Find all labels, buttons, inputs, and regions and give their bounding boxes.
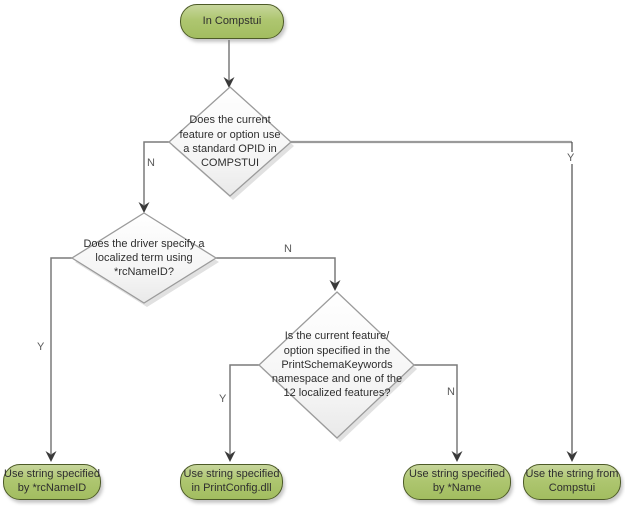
start-node: In Compstui <box>180 4 284 39</box>
arrowhead-into-name <box>451 451 463 462</box>
arrowhead-into-driver <box>138 202 150 213</box>
branch-label-schema-yes: Y <box>218 393 228 405</box>
result-node-compstui: Use the string from Compstui <box>523 464 621 500</box>
arrowhead-into-opid <box>223 77 235 88</box>
result-node-name: Use string specified by *Name <box>403 464 511 500</box>
branch-label-driver-yes: Y <box>36 341 46 353</box>
connector-schema-no <box>414 364 458 454</box>
connector-driver-no <box>216 257 336 284</box>
arrowhead-into-schema <box>329 280 341 291</box>
result-node-rcnameid: Use string specified by *rcNameID <box>3 464 101 500</box>
arrowhead-into-compstui <box>566 451 578 462</box>
connector-driver-yes <box>50 257 72 454</box>
connector-schema-yes <box>229 364 259 454</box>
decision-driver-shape <box>70 212 218 304</box>
result-node-printconfig: Use string specified in PrintConfig.dll <box>180 464 283 500</box>
connector-opid-no <box>143 141 169 205</box>
branch-label-opid-no: N <box>146 157 156 169</box>
branch-label-driver-no: N <box>283 243 293 255</box>
branch-label-schema-no: N <box>446 386 456 398</box>
branch-label-opid-yes: Y <box>566 152 576 164</box>
decision-opid-shape <box>168 86 292 197</box>
arrowhead-into-rcnameid <box>45 451 57 462</box>
arrowhead-into-printconfig <box>224 451 236 462</box>
decision-schema-shape <box>258 291 415 439</box>
